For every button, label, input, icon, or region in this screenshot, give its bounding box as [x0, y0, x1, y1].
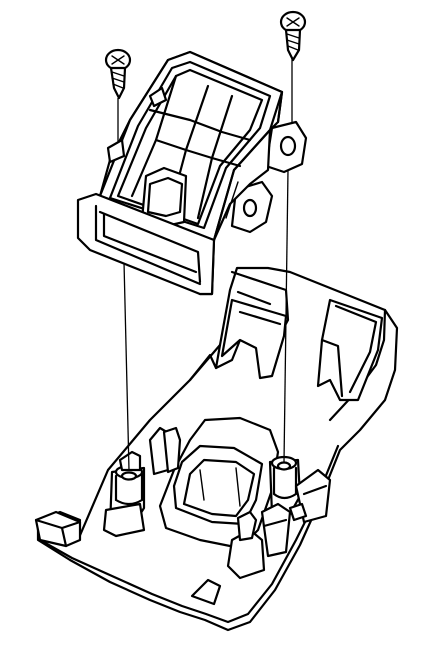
- screw-left: [104, 48, 132, 100]
- switch-housing: [76, 50, 308, 296]
- guide-line-left-lower: [123, 261, 130, 471]
- trim-panel: [34, 266, 399, 632]
- screw-right: [279, 10, 307, 62]
- guide-line-right-lower: [283, 169, 289, 463]
